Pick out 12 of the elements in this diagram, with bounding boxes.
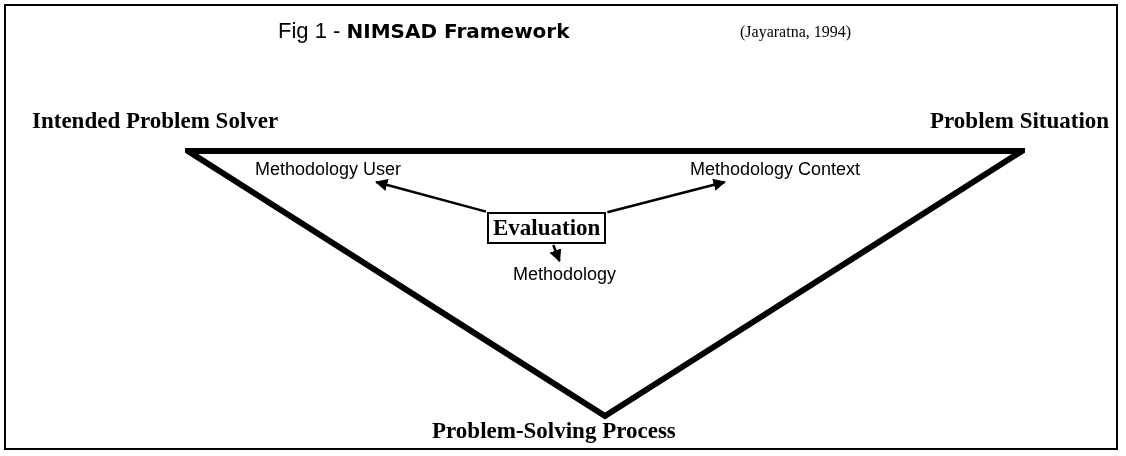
process-box: Evaluation bbox=[487, 212, 607, 244]
arrow bbox=[607, 178, 726, 214]
node-label: Methodology Context bbox=[690, 158, 861, 180]
corner-label: Problem-Solving Process bbox=[432, 418, 676, 444]
node-label: Methodology User bbox=[255, 158, 402, 180]
node-label: Methodology bbox=[513, 263, 617, 285]
corner-label: Problem Situation bbox=[930, 108, 1110, 134]
arrow bbox=[549, 244, 562, 263]
corner-label: Intended Problem Solver bbox=[32, 108, 279, 134]
figure-title: Fig 1 - NIMSAD Framework bbox=[278, 18, 570, 44]
citation: (Jayaratna, 1994) bbox=[740, 23, 852, 41]
arrow bbox=[375, 178, 487, 213]
